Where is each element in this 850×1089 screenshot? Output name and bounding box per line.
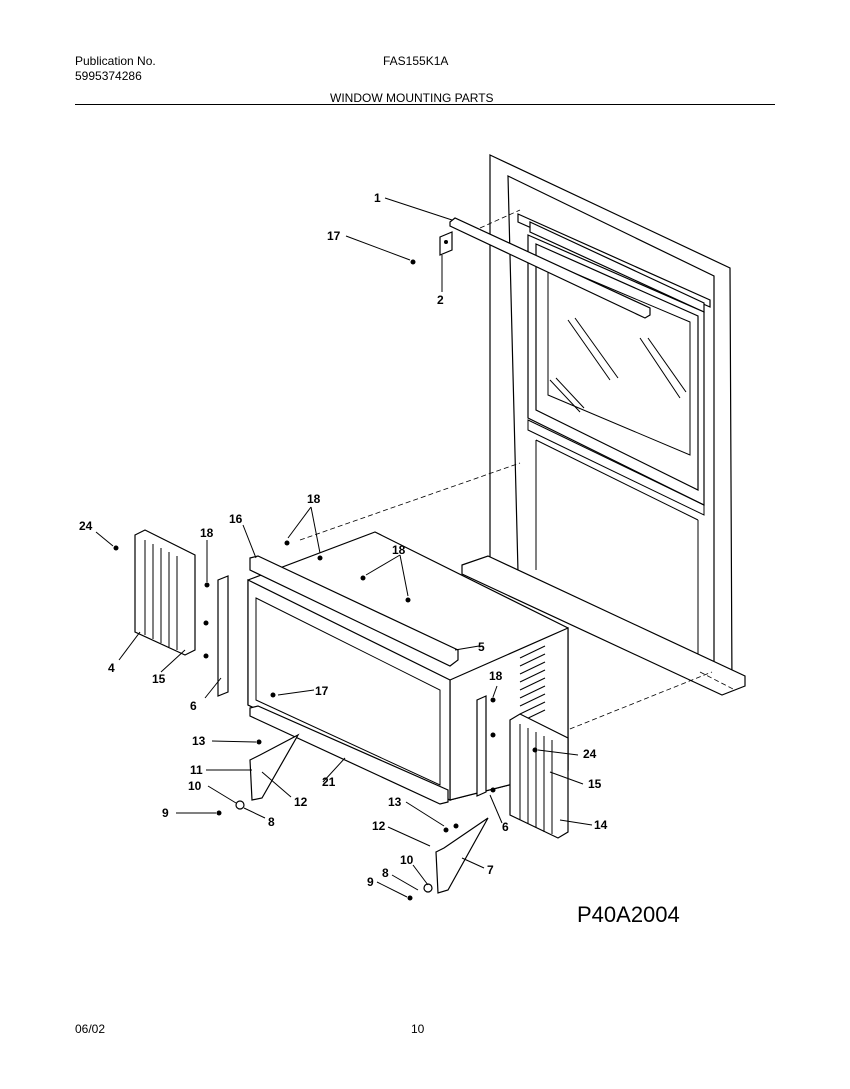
callout-17: 17 [327,229,341,243]
header-rule [75,104,775,105]
callout-16: 16 [229,512,243,526]
callout-24: 24 [79,519,93,533]
bottom-rail-strip [249,705,449,805]
callout-14: 14 [594,818,608,832]
callout-15: 15 [152,672,166,686]
callout-1: 1 [374,191,381,205]
leader-lines [95,197,593,898]
callout-5: 5 [478,640,485,654]
callout-10: 10 [188,779,202,793]
callout-18: 18 [392,543,406,557]
footer-date: 06/02 [75,1022,106,1036]
model-number: FAS155K1A [383,54,449,68]
left-accordion-panel [134,529,229,697]
callout-18: 18 [200,526,214,540]
callout-17: 17 [315,684,329,698]
callout-15: 15 [588,777,602,791]
callout-8: 8 [268,815,275,829]
callout-11: 11 [190,763,203,777]
callout-18: 18 [307,492,321,506]
callout-24: 24 [583,747,597,761]
callout-10: 10 [400,853,414,867]
callout-13: 13 [388,795,402,809]
callout-4: 4 [108,661,115,675]
callout-12: 12 [372,819,386,833]
callout-6: 6 [190,699,197,713]
callout-9: 9 [162,806,169,820]
right-support-bracket [423,817,489,894]
section-title: WINDOW MOUNTING PARTS [330,91,494,105]
page-number: 10 [411,1022,425,1036]
left-support-bracket [235,733,300,810]
callout-2: 2 [437,293,444,307]
callout-18: 18 [489,669,503,683]
callout-12: 12 [294,795,308,809]
publication-number: 5995374286 [75,69,142,83]
right-accordion-panel [476,695,569,839]
callout-21: 21 [322,775,336,789]
publication-label: Publication No. [75,54,156,68]
window-frame [461,154,746,696]
callout-13: 13 [192,734,206,748]
screws [113,259,538,901]
top-mounting-rail [439,217,651,319]
callout-9: 9 [367,875,374,889]
drawing-code: P40A2004 [577,902,680,927]
callout-7: 7 [487,863,494,877]
callout-6: 6 [502,820,509,834]
top-rail-strip [249,555,459,667]
callout-8: 8 [382,866,389,880]
